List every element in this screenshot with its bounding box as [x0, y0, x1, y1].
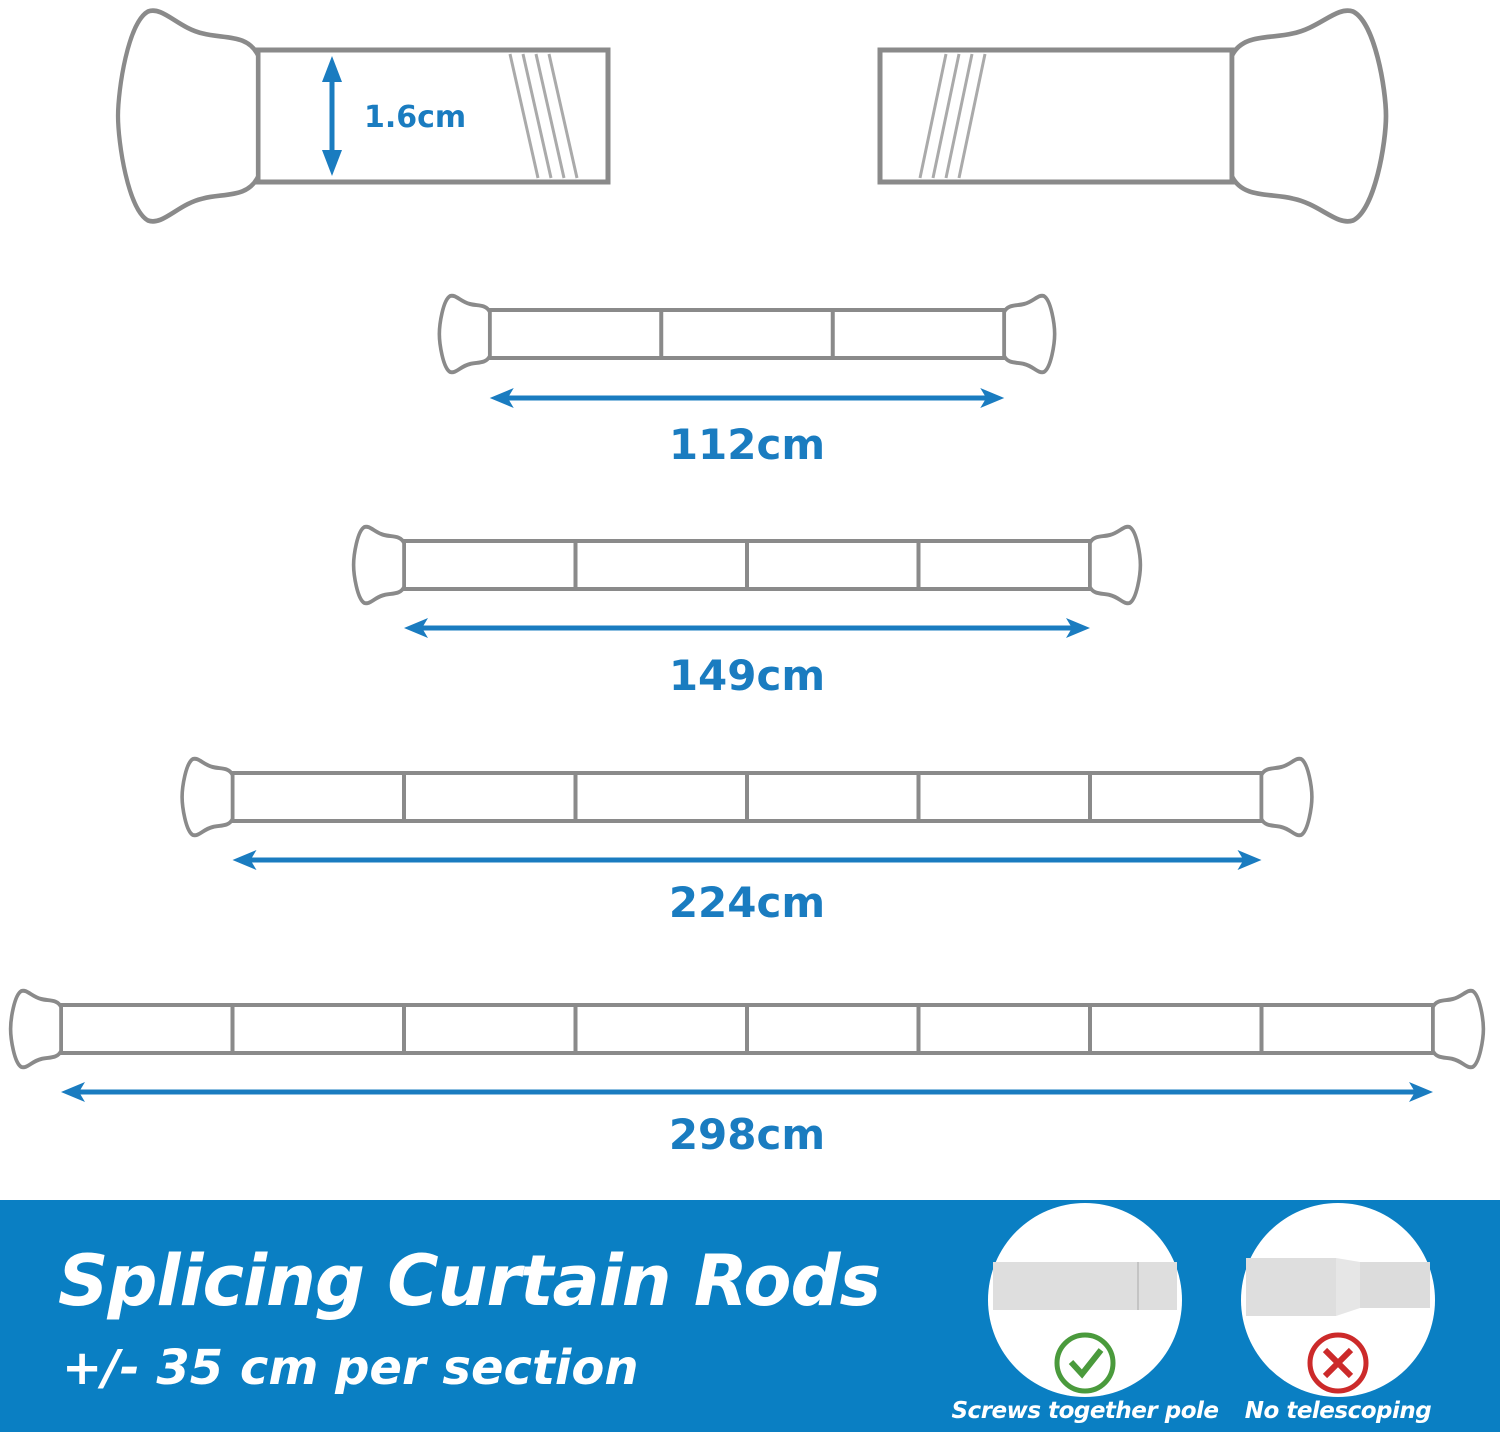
thread-line	[547, 53, 579, 179]
arrow-head	[1409, 1082, 1433, 1102]
rod-length-label: 298cm	[668, 1110, 826, 1159]
arrow-head	[489, 388, 514, 408]
arrow-head	[980, 388, 1005, 408]
thread-line	[508, 53, 540, 179]
end-cap	[1229, 8, 1389, 224]
arrow-head	[322, 150, 342, 176]
thread-line	[918, 53, 948, 179]
thread-line	[931, 53, 961, 179]
thread-line	[944, 53, 974, 179]
arrow-head	[232, 850, 257, 870]
feature-caption-screw: Screws together pole	[951, 1398, 1219, 1424]
arrow-head	[1066, 618, 1090, 638]
rod	[487, 308, 1007, 360]
end-cap	[1431, 988, 1486, 1070]
diameter-label: 1.6cm	[364, 100, 467, 135]
end-cap	[8, 988, 63, 1070]
rod-length-label: 112cm	[668, 420, 826, 469]
banner-subtitle: +/- 35 cm per section	[62, 1340, 639, 1396]
arrow-head	[404, 618, 428, 638]
end-cap	[437, 293, 492, 375]
feature-caption-telescoping: No telescoping	[1244, 1398, 1432, 1424]
end-cap	[1259, 756, 1314, 838]
thread-line	[534, 53, 566, 179]
arrow-head	[61, 1082, 85, 1102]
end-cap	[1002, 293, 1057, 375]
arrow-head	[1237, 850, 1262, 870]
thread-line	[521, 53, 553, 179]
banner-title: Splicing Curtain Rods	[58, 1240, 881, 1322]
rod-length-label: 149cm	[668, 651, 826, 700]
end-cap	[115, 8, 261, 224]
rod-detail	[877, 47, 1235, 185]
end-cap	[180, 756, 235, 838]
thread-line	[957, 53, 987, 179]
arrow-head	[322, 56, 342, 82]
rod-length-label: 224cm	[668, 878, 826, 927]
end-cap	[351, 524, 406, 606]
end-cap	[1088, 524, 1143, 606]
